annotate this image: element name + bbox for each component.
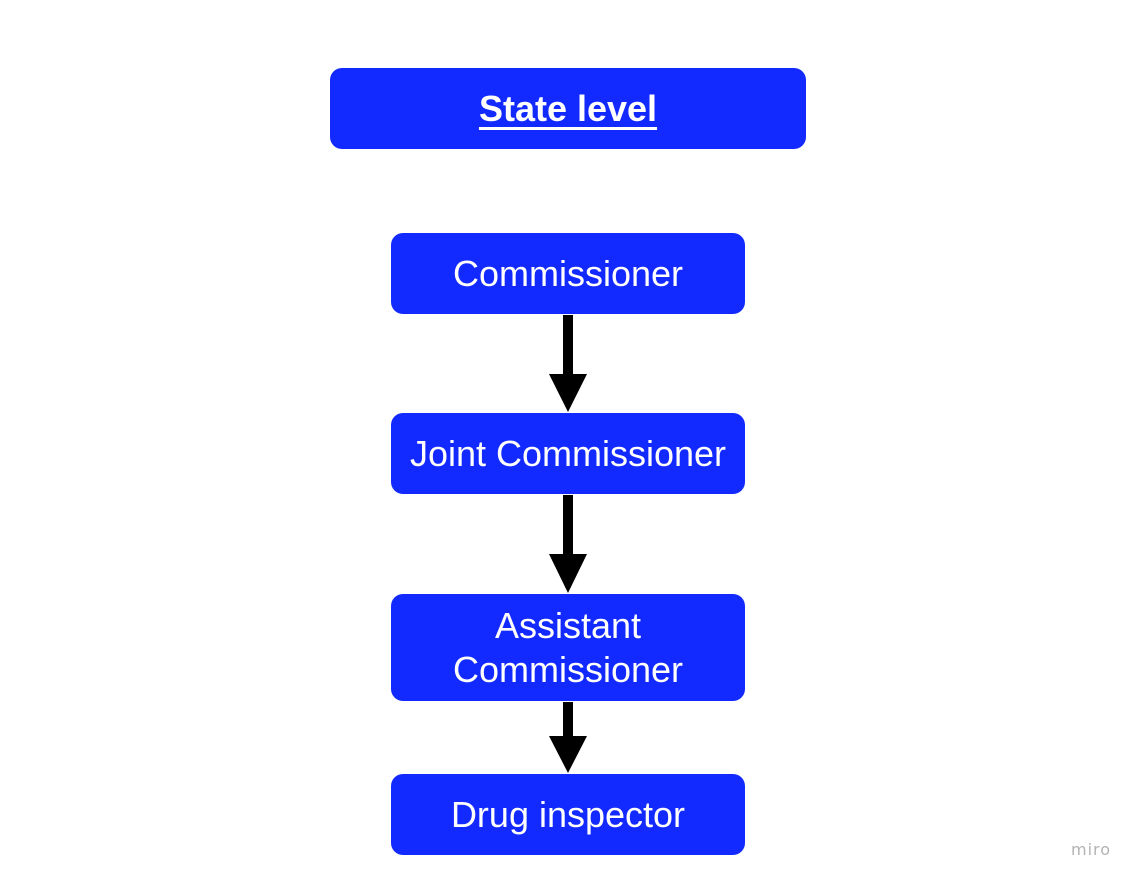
arrow-joint-to-assistant	[549, 495, 587, 593]
node-joint-commissioner: Joint Commissioner	[391, 413, 745, 494]
diagram-title: State level	[478, 87, 658, 129]
node-assistant-commissioner: Assistant Commissioner	[391, 594, 745, 701]
node-label: Assistant Commissioner	[452, 604, 684, 690]
miro-watermark: miro	[1071, 840, 1112, 859]
arrow-assistant-to-drug-inspector	[549, 702, 587, 773]
diagram-title-box: State level	[330, 68, 806, 149]
node-drug-inspector: Drug inspector	[391, 774, 745, 855]
node-label: Joint Commissioner	[409, 432, 727, 474]
node-label: Drug inspector	[450, 793, 686, 835]
node-label: Commissioner	[452, 252, 684, 294]
node-commissioner: Commissioner	[391, 233, 745, 314]
arrow-commissioner-to-joint	[549, 315, 587, 412]
